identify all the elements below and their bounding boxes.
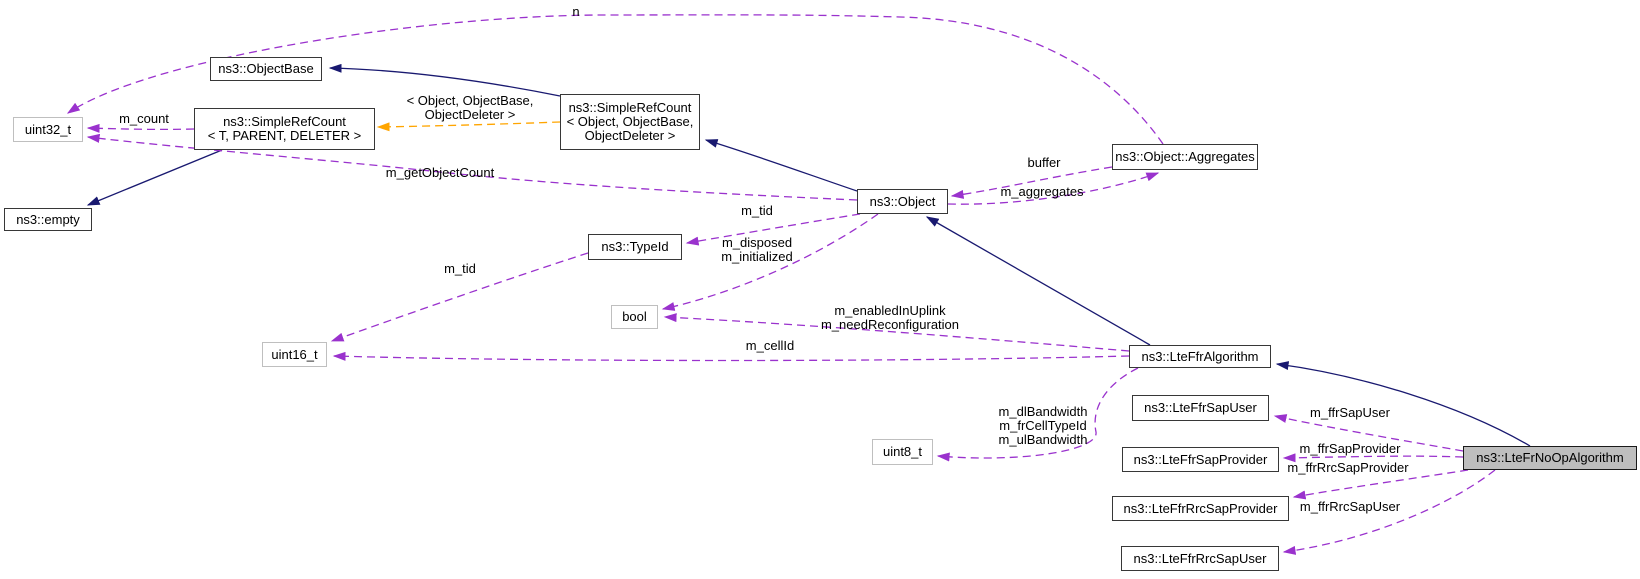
class-node-bool: bool (611, 305, 658, 329)
edge-label-m-getobjectcount: m_getObjectCount (385, 165, 495, 180)
edge-label-m-bandwidths: m_dlBandwidth m_frCellTypeId m_ulBandwid… (998, 404, 1088, 447)
edge-label-buffer: buffer (1027, 155, 1061, 170)
edge-inherit-ltefrnoopalgorithm-to-lteffralgorithm (1275, 361, 1531, 447)
edge-inherit-simplerefcountobject-to-objectbase (328, 63, 561, 97)
edge-usage-object-to-aggregates-maggregates (947, 172, 1160, 205)
edge-label-m-tid-object: m_tid (741, 203, 773, 218)
class-node-lteffrrrcsapprovider[interactable]: ns3::LteFfrRrcSapProvider (1112, 496, 1289, 521)
edge-usage-lteffralgorithm-to-uint16-mcellid (332, 351, 1130, 362)
edge-inherit-simplerefcountgeneric-to-empty (86, 149, 223, 206)
class-node-objectbase[interactable]: ns3::ObjectBase (210, 57, 322, 81)
edge-label-m-ffrrrcsapuser: m_ffrRrcSapUser (1299, 499, 1401, 514)
edge-label-m-cellid: m_cellId (745, 338, 795, 353)
edge-inherit-object-to-simplerefcountobject (704, 139, 858, 192)
class-node-lteffrrrcsapuser[interactable]: ns3::LteFfrRrcSapUser (1121, 546, 1279, 571)
edge-usage-noop-to-lteffrsapuser (1273, 414, 1464, 452)
class-node-simplerefcount-object[interactable]: ns3::SimpleRefCount < Object, ObjectBase… (560, 94, 700, 150)
edge-usage-noop-to-lteffrrrcsapprovider (1292, 469, 1469, 500)
class-node-empty[interactable]: ns3::empty (4, 208, 92, 231)
edge-label-m-ffrsapuser: m_ffrSapUser (1310, 405, 1390, 420)
edge-usage-noop-to-lteffrrrcsapuser (1282, 469, 1496, 555)
edge-usage-lteffralgorithm-to-bool-menabled (663, 313, 1130, 352)
class-node-ltefrnoopalgorithm-current: ns3::LteFrNoOpAlgorithm (1463, 446, 1637, 470)
class-node-uint32-t: uint32_t (13, 117, 83, 142)
class-node-simplerefcount-generic[interactable]: ns3::SimpleRefCount < T, PARENT, DELETER… (194, 108, 375, 150)
edge-usage-noop-to-lteffrsapprovider (1282, 453, 1464, 463)
edge-label-m-enabled-reconf: m_enabledInUplink m_needReconfiguration (820, 303, 960, 332)
edge-label-n: n (572, 4, 580, 19)
edge-label-m-ffrsapprovider: m_ffrSapProvider (1299, 441, 1401, 456)
edge-usage-typeid-to-uint16-mtid (330, 252, 589, 342)
edge-label-m-ffrrrcsapprovider: m_ffrRrcSapProvider (1287, 460, 1409, 475)
edge-template-simplerefcountobject-to-generic (376, 121, 561, 132)
class-node-object-aggregates[interactable]: ns3::Object::Aggregates (1112, 144, 1258, 170)
edge-usage-lteffralgorithm-to-uint8-mbandwidth (936, 367, 1139, 462)
class-node-typeid[interactable]: ns3::TypeId (588, 234, 682, 260)
class-node-uint8-t: uint8_t (872, 439, 933, 465)
edge-label-m-tid-typeid: m_tid (444, 261, 476, 276)
class-node-lteffrsapuser[interactable]: ns3::LteFfrSapUser (1132, 395, 1269, 421)
edge-usage-aggregates-to-object-buffer (950, 166, 1113, 199)
class-node-uint16-t: uint16_t (262, 342, 327, 367)
edge-inherit-lteffralgorithm-to-object (925, 216, 1151, 346)
edge-usage-object-to-bool-mdisposed (661, 213, 879, 311)
edge-label-m-count: m_count (119, 111, 169, 126)
class-node-object[interactable]: ns3::Object (857, 189, 948, 214)
edge-label-m-disposed-initialized: m_disposed m_initialized (721, 235, 793, 264)
edge-usage-simplerefcountgeneric-to-uint32-mcount (86, 123, 195, 133)
edge-label-m-aggregates: m_aggregates (1000, 184, 1084, 199)
class-node-lteffralgorithm[interactable]: ns3::LteFfrAlgorithm (1129, 345, 1271, 368)
edge-label-template-args: < Object, ObjectBase, ObjectDeleter > (406, 93, 534, 122)
class-node-lteffrsapprovider[interactable]: ns3::LteFfrSapProvider (1122, 447, 1279, 472)
edge-usage-object-to-typeid-mtid (685, 213, 861, 246)
